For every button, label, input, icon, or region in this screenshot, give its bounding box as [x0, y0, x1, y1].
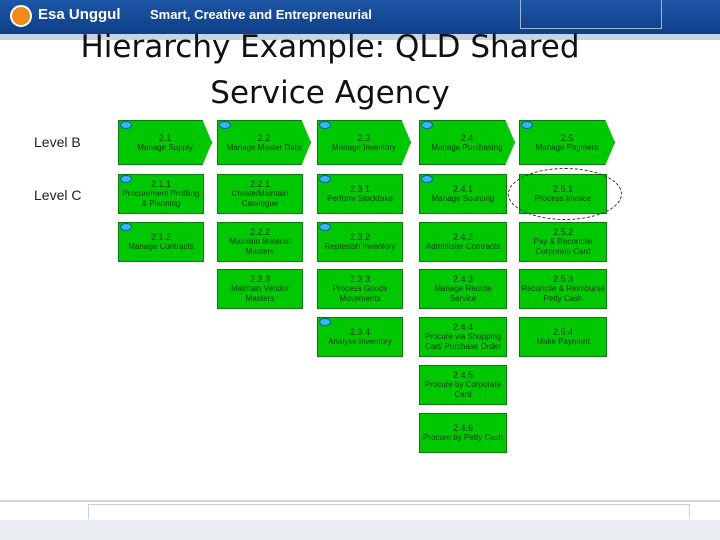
node-link-icon [120, 121, 132, 129]
node-label: Analyse Inventory [328, 337, 392, 346]
node-number: 2.2 [257, 132, 271, 143]
node-number: 2.3.3 [349, 274, 371, 284]
node-label: Create/Maintain Catalogue [231, 189, 289, 208]
node-number: 2.5 [560, 132, 574, 143]
node-label: Manage Payment [535, 142, 599, 152]
node-label: Manage Sourcing [431, 194, 495, 203]
node-label: Procure via Shopping Cart/ Purchase Orde… [424, 332, 502, 351]
node-link-icon [219, 121, 231, 129]
node-number: 2.3.4 [349, 327, 371, 337]
highlight-circle [508, 168, 622, 220]
node-label: Make Payment [536, 337, 590, 346]
node-label: Pay & Reconcile Corporate Card [533, 237, 593, 256]
node-label: Procurement Profiling & Planning [122, 189, 200, 208]
node-number: 2.1 [158, 132, 172, 143]
node-number: 2.1.1 [150, 179, 172, 189]
node-link-icon [319, 121, 331, 129]
node-label: Procure by Corporate Card [424, 380, 502, 399]
node-link-icon [421, 175, 433, 183]
node-label: Manage Supply [137, 142, 193, 152]
node-label: Maintain Vendor Masters [231, 284, 289, 303]
node-link-icon [120, 223, 132, 231]
university-logo-icon [10, 5, 32, 27]
node-number: 2.3.1 [349, 184, 371, 194]
node-label: Process Goods Movements [332, 284, 388, 303]
footer-divider [0, 500, 720, 502]
node-label: Perform Stocktake [327, 194, 393, 203]
footer-frame [88, 504, 690, 519]
node-link-icon [421, 121, 433, 129]
node-number: 2.4.1 [452, 184, 474, 194]
node-number: 2.4.3 [452, 274, 474, 284]
node-link-icon [120, 175, 132, 183]
node-label: Administer Contracts [425, 242, 501, 251]
tagline: Smart, Creative and Entrepreneurial [150, 7, 372, 22]
node-number: 2.4 [460, 132, 474, 143]
node-link-icon [319, 223, 331, 231]
node-number: 2.5.3 [552, 274, 574, 284]
level-c-label: Level C [34, 187, 82, 203]
node-number: 2.4.4 [452, 322, 474, 332]
node-number: 2.4.2 [452, 232, 474, 242]
title-line-2: Service Agency [210, 75, 450, 111]
node-label: Manage Contracts [128, 242, 194, 251]
node-number: 2.3.2 [349, 232, 371, 242]
node-number: 2.4.6 [452, 423, 474, 433]
node-link-icon [319, 318, 331, 326]
header-banner: Esa Unggul Smart, Creative and Entrepren… [0, 0, 720, 34]
logo-text: Esa Unggul [38, 6, 121, 23]
node-number: 2.2.3 [249, 274, 271, 284]
title-line-1: Hierarchy Example: QLD Shared [80, 29, 580, 65]
level-b-label: Level B [34, 134, 81, 150]
node-label: Replenish Inventory [324, 242, 396, 251]
node-label: Manage Master Data [226, 142, 302, 152]
node-label: Reconcile & Reimburse Petty Cash [521, 284, 605, 303]
node-number: 2.2.1 [249, 179, 271, 189]
footer-bar [0, 520, 720, 540]
node-label: Procure by Petty Cash [422, 433, 504, 442]
node-label: Manage Purchasing [431, 142, 503, 152]
node-link-icon [521, 121, 533, 129]
slide-title: Hierarchy Example: QLD Shared Service Ag… [60, 24, 600, 116]
node-number: 2.1.2 [150, 232, 172, 242]
node-label: Manage Reorde Service [434, 284, 492, 303]
banner-divider [0, 34, 720, 40]
node-label: Maintain Material Masters [229, 237, 291, 256]
node-number: 2.5.4 [552, 327, 574, 337]
node-link-icon [319, 175, 331, 183]
node-label: Manage Inventory [331, 142, 397, 152]
node-number: 2.5.2 [552, 227, 574, 237]
header-tab-outline [520, 0, 662, 29]
node-number: 2.3 [357, 132, 371, 143]
node-number: 2.2.2 [249, 227, 271, 237]
node-number: 2.4.5 [452, 370, 474, 380]
